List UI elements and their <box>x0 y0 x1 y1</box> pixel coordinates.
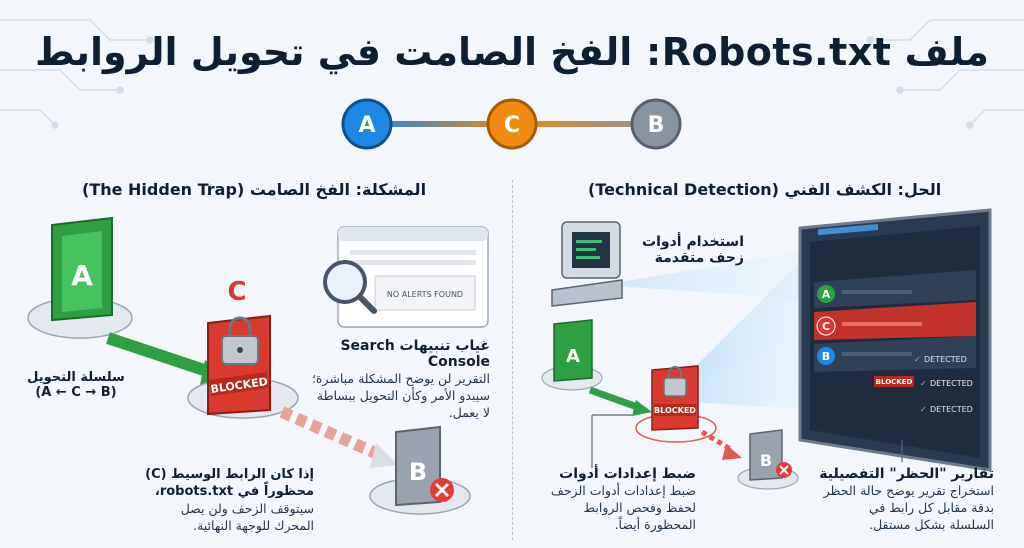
solution-door-b: B <box>749 429 783 481</box>
node-c-label: C <box>227 277 246 307</box>
svg-text:BLOCKED: BLOCKED <box>876 378 913 386</box>
magnifier-icon <box>323 260 377 314</box>
report-row-c: C <box>814 302 976 340</box>
section-divider <box>512 180 513 540</box>
svg-text:A: A <box>566 346 580 367</box>
detected-badge-b: ✓ DETECTED <box>920 405 973 414</box>
svg-text:B: B <box>760 451 772 470</box>
svg-text:DETECTED: DETECTED <box>930 405 973 414</box>
search-console-caption: غياب تنبيهات Search Console التقرير لن ي… <box>311 338 490 420</box>
blocked-door-c: BLOCKED <box>207 314 271 416</box>
report-row-a: A <box>814 270 976 308</box>
svg-text:A: A <box>71 259 93 292</box>
tools-caption: استخدام أدوات زحف متقدمة <box>642 234 744 266</box>
svg-text:✓: ✓ <box>920 405 927 414</box>
svg-text:DETECTED: DETECTED <box>930 379 973 388</box>
settings-caption: ضبط إعدادات أدوات ضبط إعدادات أدوات الزح… <box>550 466 696 532</box>
chain-caption: سلسلة التحويل (A ← C → B) <box>27 370 125 400</box>
svg-text:DETECTED: DETECTED <box>924 355 967 364</box>
svg-text:A: A <box>822 288 831 301</box>
solution-blocked-door: BLOCKED <box>651 365 699 431</box>
svg-text:BLOCKED: BLOCKED <box>654 406 696 415</box>
flow-diagram: A C B <box>341 98 682 150</box>
door-b: B <box>395 425 441 507</box>
solution-heading: الحل: الكشف الفني (Technical Detection) <box>588 180 942 199</box>
report-row-b: B <box>814 336 976 372</box>
blocked-badge-c: BLOCKED <box>874 376 914 387</box>
crawler-computer-icon <box>551 221 623 307</box>
svg-text:C: C <box>504 113 520 138</box>
solution-door-a: A <box>553 319 593 382</box>
svg-text:B: B <box>409 458 427 486</box>
report-caption: تقارير "الحظر" التفصيلية استخراج تقرير ي… <box>819 466 994 532</box>
flow-node-b: B <box>630 98 682 150</box>
error-x-icon <box>430 478 454 502</box>
no-alerts-text: NO ALERTS FOUND <box>387 290 463 299</box>
svg-text:B: B <box>822 350 830 363</box>
solution-illustration: A BLOCKED B A C B <box>541 208 992 490</box>
door-a: A <box>51 216 113 322</box>
svg-text:✓: ✓ <box>914 355 921 364</box>
problem-illustration: A C BLOCKED B NO ALERTS FOUND <box>27 216 489 515</box>
search-console-window: NO ALERTS FOUND <box>323 226 489 328</box>
svg-text:A: A <box>358 113 375 138</box>
blocked-caption: إذا كان الرابط الوسيط (C) محظوراً في rob… <box>145 467 314 533</box>
svg-text:C: C <box>822 320 830 333</box>
detected-badge-a: ✓ DETECTED <box>914 355 967 364</box>
solution-error-x-icon <box>776 462 792 478</box>
flow-node-c: C <box>486 98 538 150</box>
svg-text:✓: ✓ <box>920 379 927 388</box>
page-title: ملف Robots.txt: الفخ الصامت في تحويل الر… <box>35 30 989 74</box>
flow-node-a: A <box>341 98 393 150</box>
problem-heading: المشكلة: الفخ الصامت (The Hidden Trap) <box>82 180 427 199</box>
detected-badge-c: ✓ DETECTED <box>920 379 973 388</box>
svg-text:B: B <box>648 113 665 138</box>
